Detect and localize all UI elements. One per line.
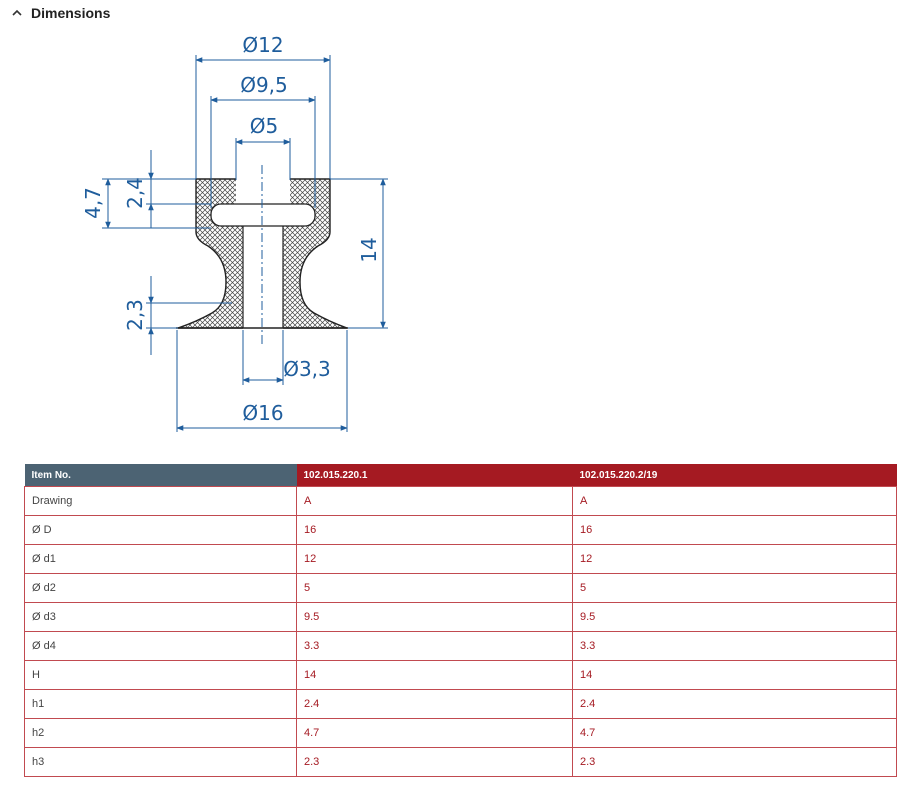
row-label: H [24, 660, 297, 690]
dim-h24 [146, 150, 211, 228]
row-label: Ø d1 [24, 544, 297, 574]
header-product-1: 102.015.220.1 [296, 464, 573, 487]
dim-d12 [195, 55, 331, 179]
chevron-up-icon [12, 9, 22, 16]
label-h14: 14 [357, 237, 381, 262]
row-value: 12 [296, 544, 573, 574]
row-value: 2.4 [572, 689, 897, 719]
row-value: 5 [296, 573, 573, 603]
row-label: h3 [24, 747, 297, 777]
label-h23: 2,3 [123, 299, 147, 331]
row-label: Drawing [24, 486, 297, 516]
row-label: Ø D [24, 515, 297, 545]
row-value: A [296, 486, 573, 516]
dim-d5 [235, 138, 291, 180]
table-row: Drawing A A [24, 486, 897, 516]
row-value: 16 [296, 515, 573, 545]
label-d95: Ø9,5 [240, 73, 288, 97]
table-row: Ø d4 3.3 3.3 [24, 631, 897, 661]
row-value: 3.3 [572, 631, 897, 661]
dimension-drawing: Ø12 Ø9,5 Ø5 Ø3,3 Ø16 14 4,7 [81, 33, 388, 432]
row-value: 5 [572, 573, 897, 603]
dim-h14 [330, 178, 388, 329]
row-value: 2.3 [296, 747, 573, 777]
label-d33: Ø3,3 [283, 357, 331, 381]
dimensions-table: Item No. 102.015.220.1 102.015.220.2/19 … [24, 464, 897, 777]
row-value: 4.7 [296, 718, 573, 748]
table-row: Ø d3 9.5 9.5 [24, 602, 897, 632]
dimensions-section-toggle[interactable]: Dimensions [8, 3, 110, 23]
header-item-no: Item No. [24, 464, 297, 487]
row-value: 4.7 [572, 718, 897, 748]
row-value: 9.5 [296, 602, 573, 632]
row-value: 12 [572, 544, 897, 574]
internal-slot [210, 203, 316, 227]
row-label: Ø d4 [24, 631, 297, 661]
row-label: Ø d3 [24, 602, 297, 632]
dim-d16 [176, 330, 348, 432]
row-value: 3.3 [296, 631, 573, 661]
table-header-row: Item No. 102.015.220.1 102.015.220.2/19 [24, 464, 897, 487]
table-row: Ø d1 12 12 [24, 544, 897, 574]
row-label: h1 [24, 689, 297, 719]
label-d16: Ø16 [242, 401, 283, 425]
row-value: 14 [296, 660, 573, 690]
row-value: A [572, 486, 897, 516]
label-d5: Ø5 [250, 114, 278, 138]
section-title: Dimensions [31, 5, 111, 21]
dim-d95 [210, 96, 316, 208]
table-row: h1 2.4 2.4 [24, 689, 897, 719]
label-h47: 4,7 [81, 187, 105, 219]
table-row: H 14 14 [24, 660, 897, 690]
table-row: Ø D 16 16 [24, 515, 897, 545]
top-bore [236, 178, 290, 208]
table-row: Ø d2 5 5 [24, 573, 897, 603]
center-bore [243, 226, 283, 330]
table-row: h3 2.3 2.3 [24, 747, 897, 777]
dim-d33 [242, 330, 284, 385]
row-value: 14 [572, 660, 897, 690]
row-value: 9.5 [572, 602, 897, 632]
label-h24: 2,4 [123, 177, 147, 209]
row-value: 2.3 [572, 747, 897, 777]
table-row: h2 4.7 4.7 [24, 718, 897, 748]
row-label: Ø d2 [24, 573, 297, 603]
row-value: 2.4 [296, 689, 573, 719]
row-value: 16 [572, 515, 897, 545]
header-product-2: 102.015.220.2/19 [572, 464, 897, 487]
dim-h23 [146, 276, 232, 355]
label-d12: Ø12 [242, 33, 283, 57]
row-label: h2 [24, 718, 297, 748]
